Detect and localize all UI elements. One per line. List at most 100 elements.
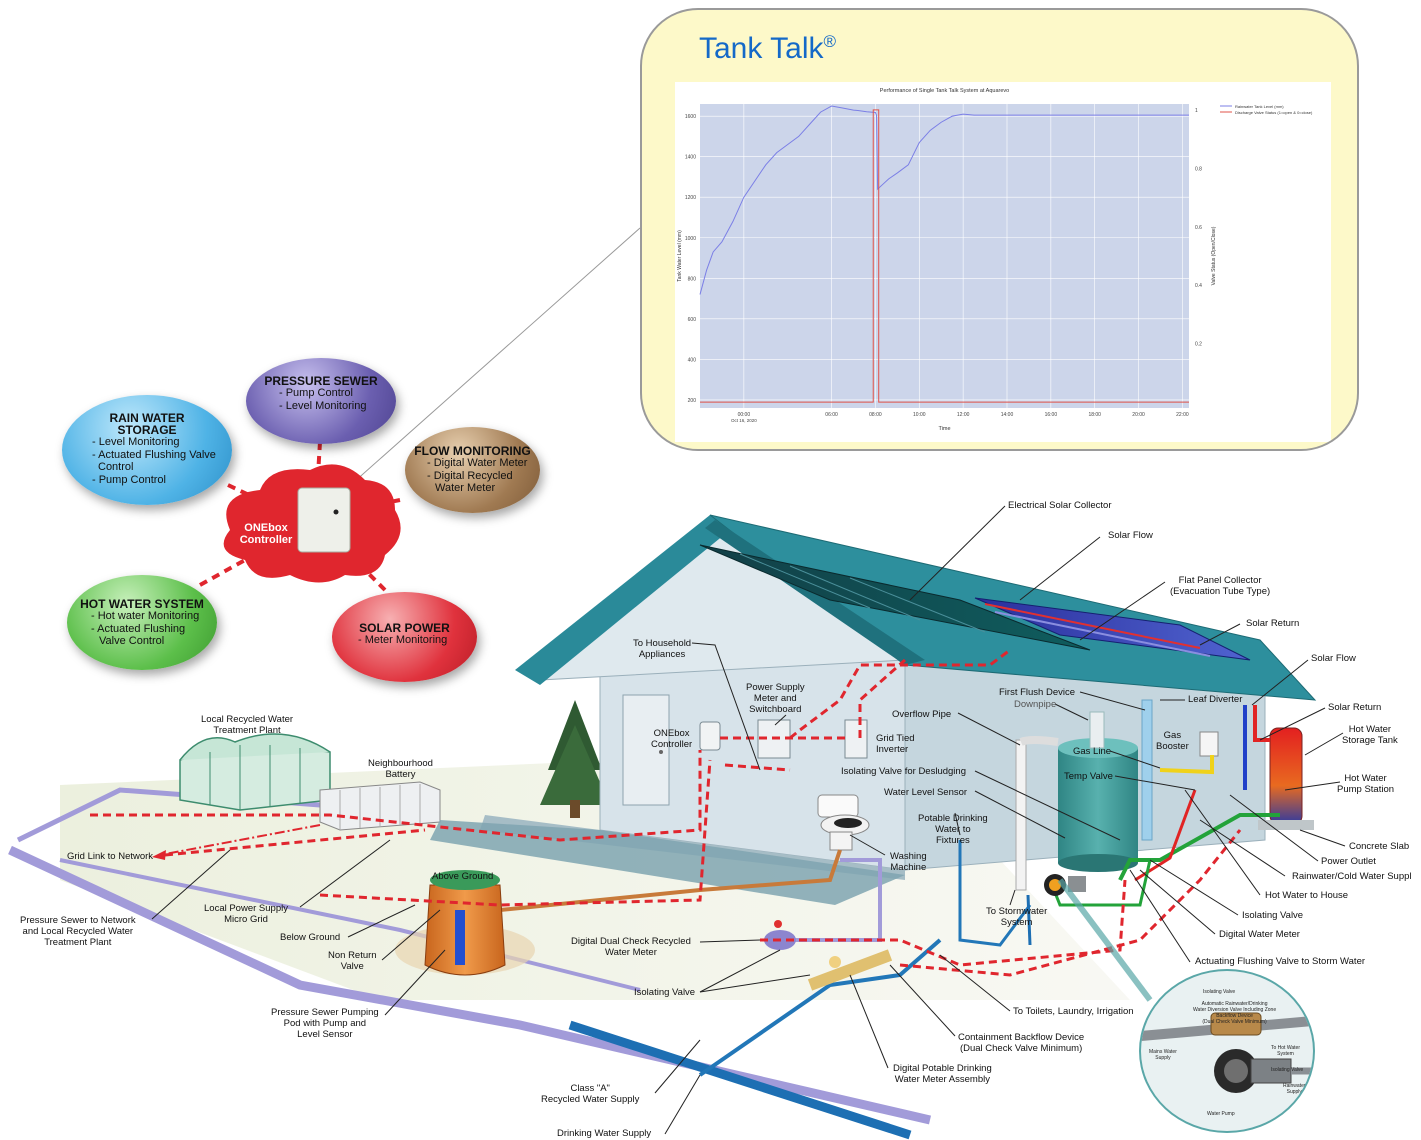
recycled-return-pipe bbox=[59, 858, 641, 992]
y-tick-label: 600 bbox=[688, 317, 697, 323]
legend-label: Discharge Valve Status (1=open & 0=close… bbox=[1235, 110, 1313, 115]
solar-power-item: - Meter Monitoring bbox=[358, 634, 448, 646]
label-above-ground: Above Ground bbox=[432, 871, 494, 882]
rain-water-item: Control bbox=[98, 461, 134, 473]
label-solar-flow-right: Solar Flow bbox=[1311, 653, 1356, 664]
label-downpipe: Downpipe bbox=[1014, 699, 1057, 710]
label-solar-return-top: Solar Return bbox=[1246, 618, 1300, 629]
pine-tree bbox=[540, 700, 610, 818]
hot-water-item: - Actuated Flushing bbox=[91, 622, 186, 635]
sewer-line bbox=[499, 849, 842, 912]
neighbourhood-battery bbox=[319, 781, 441, 831]
flow-monitoring-item: - Digital Recycled bbox=[427, 469, 513, 482]
y2-tick-label: 0.6 bbox=[1195, 225, 1202, 231]
flow-monitoring-item: Water Meter bbox=[435, 482, 496, 494]
pump-detail-inset: Isolating Valve Automatic Rainwater/Drin… bbox=[1139, 969, 1315, 1133]
label-isolating-desludging: Isolating Valve for Desludging bbox=[841, 766, 966, 777]
pressure-sewer-pod bbox=[395, 870, 535, 976]
hot-water-item: - Hot water Monitoring bbox=[91, 610, 200, 622]
tank-talk-title-text: Tank Talk bbox=[699, 32, 824, 65]
label-flat-panel-collector: Flat Panel Collector(Evacuation Tube Typ… bbox=[1170, 575, 1271, 597]
label-hot-water-to-house: Hot Water to House bbox=[1265, 890, 1349, 901]
drinking-water-pipe bbox=[568, 1020, 912, 1140]
onebox-title-line: ONEbox bbox=[244, 522, 288, 534]
roof-front-edge bbox=[515, 515, 730, 685]
pressure-sewer-item: - Pump Control bbox=[279, 387, 353, 399]
series-line-tank-level bbox=[699, 105, 1189, 295]
y-axis-label: Tank Water Level (mm) bbox=[677, 230, 683, 282]
onebox-title-line: Controller bbox=[239, 534, 293, 546]
zoom-line-upper bbox=[344, 227, 641, 491]
label-class-a-recycled: Class "A"Recycled Water Supply bbox=[541, 1083, 640, 1105]
y-tick-label: 800 bbox=[688, 276, 697, 282]
label-containment-backflow: Containment Backflow Device(Dual Check V… bbox=[958, 1032, 1085, 1054]
label-actuating-flushing: Actuating Flushing Valve to Storm Water bbox=[1195, 956, 1366, 967]
hot-water-title: HOT WATER SYSTEM bbox=[80, 597, 204, 611]
y-tick-label: 1600 bbox=[685, 114, 696, 120]
label-gas-line: Gas Line bbox=[1073, 746, 1112, 757]
label-isolating-valve-right: Isolating Valve bbox=[1242, 910, 1304, 921]
hot-water-item: Valve Control bbox=[99, 635, 165, 647]
electrical-solar-collector bbox=[699, 544, 1091, 651]
grid-link-arrow bbox=[159, 824, 321, 856]
x-tick-label: 14:00 bbox=[1001, 412, 1014, 418]
label-grid-link: Grid Link to Network bbox=[67, 851, 154, 862]
solar-return-pipe bbox=[1253, 705, 1270, 742]
label-below-ground: Below Ground bbox=[280, 932, 341, 943]
label-solar-flow-top: Solar Flow bbox=[1108, 530, 1153, 541]
cold-water-line bbox=[1118, 813, 1280, 881]
bubble-flow-monitoring: FLOW MONITORING - Digital Water Meter - … bbox=[405, 427, 540, 513]
first-flush-pipe bbox=[1141, 699, 1153, 841]
flow-monitoring-item: - Digital Water Meter bbox=[427, 457, 528, 469]
onebox-wall-unit bbox=[699, 721, 721, 751]
label-rainwater-cold: Rainwater/Cold Water Suppl bbox=[1292, 871, 1412, 882]
x-tick-label: 16:00 bbox=[1045, 412, 1058, 418]
onebox-controller-label: ONEbox Controller bbox=[228, 522, 304, 546]
door bbox=[622, 694, 670, 806]
y2-tick-label: 0.2 bbox=[1195, 342, 1202, 348]
pressure-sewer-title: PRESSURE SEWER bbox=[264, 374, 378, 388]
flow-monitoring-title: FLOW MONITORING bbox=[414, 444, 531, 458]
rain-water-item: - Actuated Flushing Valve bbox=[92, 448, 216, 461]
zoom-line-lower bbox=[1057, 878, 1153, 1002]
rain-water-title-1: RAIN WATER bbox=[109, 411, 185, 425]
toilet bbox=[817, 794, 870, 851]
rainwater-tank bbox=[1058, 711, 1138, 872]
trademark-symbol: ® bbox=[823, 32, 837, 51]
y-tick-label: 400 bbox=[688, 357, 697, 363]
inset-isolating-valve-2: Isolating Valve bbox=[1271, 1067, 1304, 1073]
bubble-hot-water-system: HOT WATER SYSTEM - Hot water Monitoring … bbox=[67, 575, 217, 670]
bubble-pressure-sewer: PRESSURE SEWER - Pump Control - Level Mo… bbox=[246, 358, 396, 444]
label-solar-return-right: Solar Return bbox=[1328, 702, 1382, 713]
inset-drawing bbox=[1141, 1012, 1313, 1093]
y2-tick-label: 1 bbox=[1195, 108, 1198, 114]
label-drinking-water-supply: Drinking Water Supply bbox=[557, 1128, 652, 1139]
inset-to-hot-water: To Hot Water System bbox=[1271, 1045, 1300, 1057]
y-tick-label: 1400 bbox=[685, 155, 696, 161]
x-tick-label: 06:00 bbox=[825, 412, 838, 418]
inset-water-pump: Water Pump bbox=[1207, 1111, 1235, 1117]
y2-tick-label: 0.8 bbox=[1195, 166, 1202, 172]
gas-booster-unit bbox=[1199, 731, 1219, 757]
label-electrical-solar-collector: Electrical Solar Collector bbox=[1008, 500, 1112, 511]
hot-water-storage-tank bbox=[1269, 727, 1303, 825]
solar-power-title: SOLAR POWER bbox=[359, 621, 450, 635]
